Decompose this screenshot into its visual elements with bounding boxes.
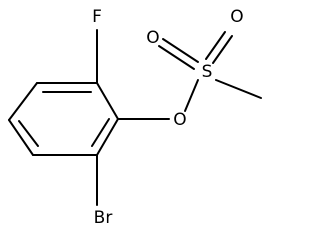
ring-bond-c3-c4 <box>8 82 38 121</box>
ring-inner-bond-c6-c1 <box>91 118 110 147</box>
ring-bond-c6-c1 <box>96 118 119 156</box>
double-bond-sulfur-oxo-right-a <box>205 31 226 60</box>
bond-ester-oxygen-sulfur <box>184 79 199 112</box>
ring-bond-c1-c2 <box>96 82 119 120</box>
bromine-atom-label: Br <box>94 208 113 228</box>
chemical-structure: F Br O S O O <box>8 7 262 228</box>
ester-oxygen-atom-label: O <box>173 110 186 130</box>
ring-bond-c4-c5 <box>8 119 34 156</box>
double-bond-sulfur-oxo-left-a <box>162 38 199 63</box>
sulfur-atom-label: S <box>202 62 213 82</box>
oxo-oxygen-right-atom-label: O <box>230 7 243 27</box>
oxo-oxygen-left-atom-label: O <box>146 28 159 48</box>
bond-sulfur-methyl <box>215 79 262 99</box>
fluorine-atom-label: F <box>92 7 102 27</box>
benzene-ring <box>8 82 119 156</box>
ring-inner-bond-c4-c5 <box>18 120 39 147</box>
double-bond-sulfur-oxo-left-b <box>158 45 195 70</box>
double-bond-sulfur-oxo-right-b <box>212 35 233 64</box>
